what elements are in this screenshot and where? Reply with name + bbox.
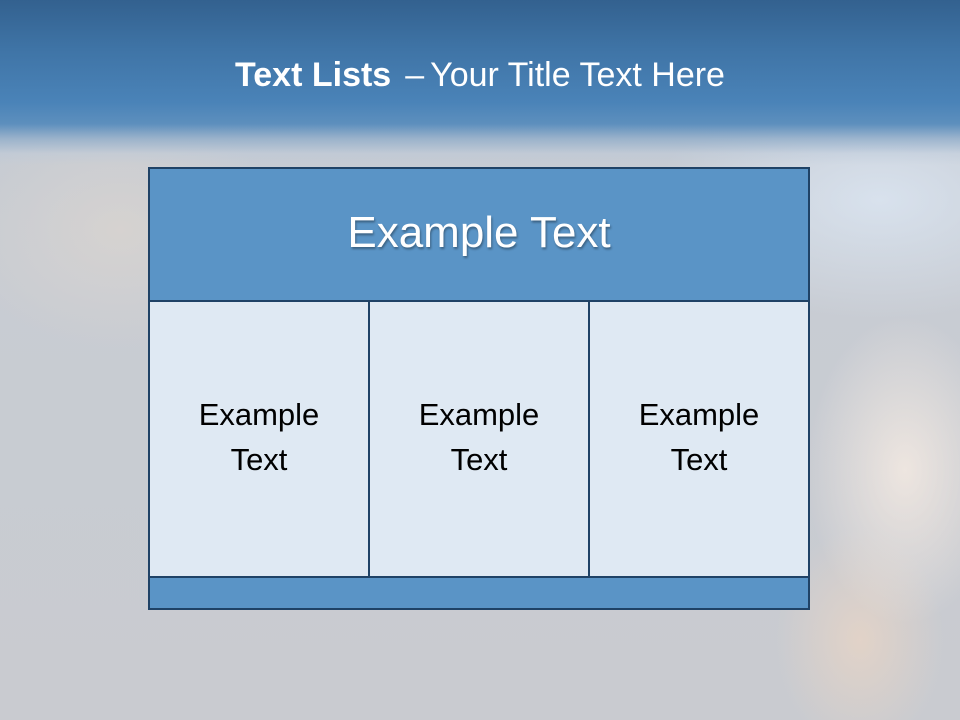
diagram-column-3: Example Text [588, 302, 808, 576]
column-2-text: Example Text [418, 397, 540, 477]
slide-title: Text Lists–Your Title Text Here [0, 52, 960, 98]
diagram-column-1: Example Text [150, 302, 368, 576]
diagram-column-2: Example Text [368, 302, 588, 576]
diagram-header: Example Text [150, 169, 808, 302]
diagram-columns: Example Text Example Text Example Text [150, 302, 808, 576]
title-separator: – [405, 56, 425, 94]
text-list-diagram: Example Text Example Text Example Text E… [148, 167, 810, 610]
title-band [0, 0, 960, 165]
column-1-text: Example Text [198, 397, 320, 477]
column-3-text: Example Text [638, 397, 760, 477]
title-bold: Text Lists [235, 56, 392, 94]
title-rest: Your Title Text Here [430, 56, 725, 94]
diagram-footer-bar [150, 576, 808, 608]
diagram-header-text: Example Text [347, 207, 611, 257]
